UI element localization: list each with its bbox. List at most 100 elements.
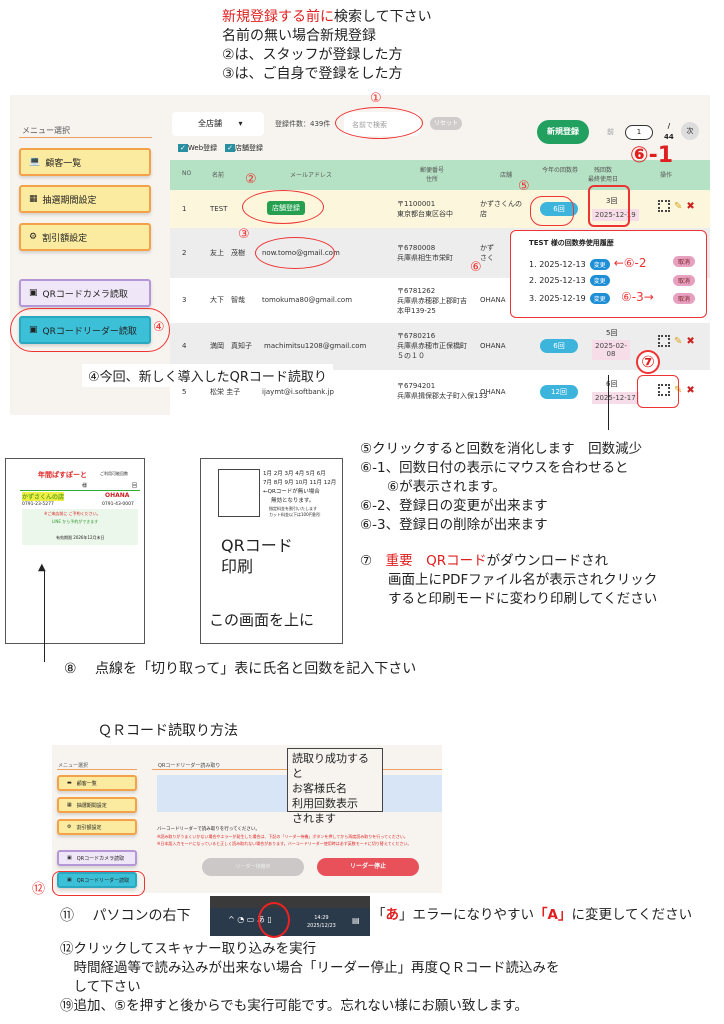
annotation-box bbox=[530, 196, 574, 226]
count-button[interactable]: 12回 bbox=[540, 385, 578, 399]
tel2: 0791-43-0007 bbox=[102, 502, 134, 507]
mark-12: ⑫ bbox=[32, 882, 46, 897]
tel1: 0791-23-5277 bbox=[22, 502, 54, 507]
page-total: / 44 bbox=[664, 121, 674, 143]
qr-pdf-icon[interactable] bbox=[658, 200, 670, 212]
menu-qr-camera[interactable]: ▣QRコードカメラ読取 bbox=[19, 279, 151, 307]
prev-page-button[interactable]: 前 bbox=[607, 128, 614, 136]
item-num: 2. bbox=[529, 276, 537, 285]
slash: / bbox=[667, 122, 671, 130]
cell-email: machimitsu1208@gmail.com bbox=[264, 342, 367, 350]
cancel-button[interactable]: 取消 bbox=[672, 293, 695, 304]
calendar-icon: ▦ bbox=[67, 802, 72, 808]
card-kai: 回 bbox=[132, 483, 138, 489]
cancel-button[interactable]: 取消 bbox=[672, 256, 695, 267]
callout-line: 利用回数表示 bbox=[292, 797, 358, 810]
bottom-notes: ⑫クリックしてスキャナー取り込みを実行 時間経過等で読み込みが出来ない場合「リー… bbox=[60, 940, 560, 1016]
filter-checkboxes: ✓Web登録 ✓店舗登録 bbox=[178, 143, 263, 153]
card-qr-area: ※ご来店前に ご予約ください。 LINE から予約ができます 有効期限 2026… bbox=[22, 509, 138, 545]
table-row[interactable]: 4 満岡 真知子 machimitsu1208@gmail.com 〒67802… bbox=[170, 323, 710, 370]
note-11: ⑪ パソコンの右下 bbox=[60, 908, 191, 924]
gear-icon: ⚙ bbox=[29, 232, 38, 242]
shop1-logo: かずさくんの店 bbox=[22, 492, 65, 501]
qr-note: ←QRコードが無い場合 bbox=[263, 489, 320, 495]
count-button[interactable]: 6回 bbox=[540, 339, 578, 353]
reader-stop-button[interactable]: リーダー停止 bbox=[317, 858, 419, 876]
mark-6: ⑥ bbox=[470, 260, 482, 275]
menu-qr-camera[interactable]: ▣QRコードカメラ読取 bbox=[57, 850, 137, 866]
delete-icon[interactable]: ✖ bbox=[686, 384, 695, 396]
row-actions: ✎✖ bbox=[658, 200, 695, 212]
total-pages: 44 bbox=[664, 133, 674, 141]
edit-icon[interactable]: ✎ bbox=[674, 335, 683, 347]
qr-pdf-icon[interactable] bbox=[658, 335, 670, 347]
intro-red: 新規登録する前に bbox=[222, 9, 334, 25]
note-text: がダウンロードされ bbox=[486, 553, 609, 569]
mark-7: ⑦ bbox=[636, 350, 660, 374]
cell-store: かずさくんの店 bbox=[480, 244, 494, 262]
menu-discount[interactable]: ⚙割引額設定 bbox=[19, 223, 151, 251]
callout-line: されます bbox=[292, 812, 336, 825]
cancel-button[interactable]: 取消 bbox=[672, 275, 695, 286]
change-button[interactable]: 変更 bbox=[589, 293, 610, 304]
cell-store: OHANA bbox=[480, 388, 506, 396]
store-checkbox[interactable]: ✓店舗登録 bbox=[225, 143, 263, 153]
note-num: ⑦ bbox=[360, 553, 373, 569]
addr: 兵庫県相生市栄町 bbox=[397, 254, 453, 262]
card-expiry: 有効期限 2026年12月末日 bbox=[56, 535, 105, 540]
zip: 〒1100001 bbox=[397, 200, 436, 208]
important-label: 重要 bbox=[385, 553, 413, 569]
reset-button[interactable]: リセット bbox=[430, 117, 462, 130]
next-page-button[interactable]: 次 bbox=[681, 122, 699, 140]
cell-remain: 6回 bbox=[606, 380, 618, 388]
menu-qr-reader[interactable]: ▣QRコードリーダー読取 bbox=[19, 316, 151, 344]
zip: 〒6780008 bbox=[397, 244, 436, 252]
menu-lottery-period[interactable]: ▦抽選期間設定 bbox=[57, 797, 137, 813]
months-row: 1月 2月 3月 4月 5月 6月 bbox=[263, 471, 326, 477]
last-used-date[interactable]: 2025-02-08 bbox=[592, 340, 630, 360]
zip: 〒6794201 bbox=[397, 382, 436, 390]
note-line: して下さい bbox=[60, 979, 141, 995]
shop2-logo: OHANA bbox=[105, 492, 130, 499]
new-registration-button[interactable]: 新規登録 bbox=[537, 120, 589, 144]
menu-customer-list[interactable]: 💻顧客一覧 bbox=[19, 148, 151, 176]
menu-discount[interactable]: ⚙割引額設定 bbox=[57, 819, 137, 835]
clock-date: 2025/12/23 bbox=[307, 923, 336, 929]
menu-title: メニュー選択 bbox=[58, 763, 89, 769]
menu-customer-list[interactable]: ▬顧客一覧 bbox=[57, 775, 137, 791]
reader-standby-button[interactable]: リーダー待機中 bbox=[202, 858, 304, 876]
qr-icon: ▣ bbox=[67, 855, 72, 861]
page-input[interactable]: 1 bbox=[625, 125, 653, 140]
taskbar-top bbox=[210, 896, 370, 908]
cell-no: 1 bbox=[182, 205, 187, 213]
last-used-date[interactable]: 2025-12-19 bbox=[592, 209, 639, 221]
taskbar-clock: 14:29 2025/12/23 bbox=[307, 914, 336, 930]
divider bbox=[19, 137, 152, 138]
addr: 兵庫県赤穂郡上郡町吉本甲139-25 bbox=[397, 297, 467, 315]
addr: 兵庫県揖保郡太子町入保133 bbox=[397, 392, 488, 400]
notes-5-6: ⑤クリックすると回数を消化します 回数減少 ⑥-1、回数日付の表示にマウスを合わ… bbox=[360, 440, 642, 535]
intro-notes: 新規登録する前に検索して下さい 名前の無い場合新規登録 ②は、スタッフが登録した… bbox=[222, 8, 432, 84]
cell-remain: 5回 bbox=[606, 329, 618, 337]
months-row: 7月 8月 9月 10月 11月 12月 bbox=[263, 480, 337, 486]
annotation-oval bbox=[52, 871, 145, 896]
cell-name: 大下 智哉 bbox=[210, 296, 245, 304]
menu-qr-reader[interactable]: ▣QRコードリーダー読取 bbox=[57, 872, 137, 888]
menu-lottery-period[interactable]: ▦抽選期間設定 bbox=[19, 185, 151, 213]
clock-time: 14:29 bbox=[314, 915, 329, 921]
delete-icon[interactable]: ✖ bbox=[686, 200, 695, 212]
delete-icon[interactable]: ✖ bbox=[686, 335, 695, 347]
item-num: 3. bbox=[529, 294, 537, 303]
change-button[interactable]: 変更 bbox=[589, 259, 610, 270]
web-checkbox[interactable]: ✓Web登録 bbox=[178, 143, 217, 153]
change-button[interactable]: 変更 bbox=[589, 275, 610, 286]
note-line: ⑥-2、登録日の変更が出来ます bbox=[360, 498, 548, 514]
last-used-date[interactable]: 2025-12-17 bbox=[592, 392, 639, 404]
qr-pdf-icon[interactable] bbox=[658, 384, 670, 396]
menu-label: 顧客一覧 bbox=[76, 780, 97, 787]
edit-icon[interactable]: ✎ bbox=[674, 200, 683, 212]
store-select[interactable]: 全店舗 ▾ bbox=[172, 112, 264, 136]
card-msg2: LINE から予約ができます bbox=[52, 519, 99, 524]
